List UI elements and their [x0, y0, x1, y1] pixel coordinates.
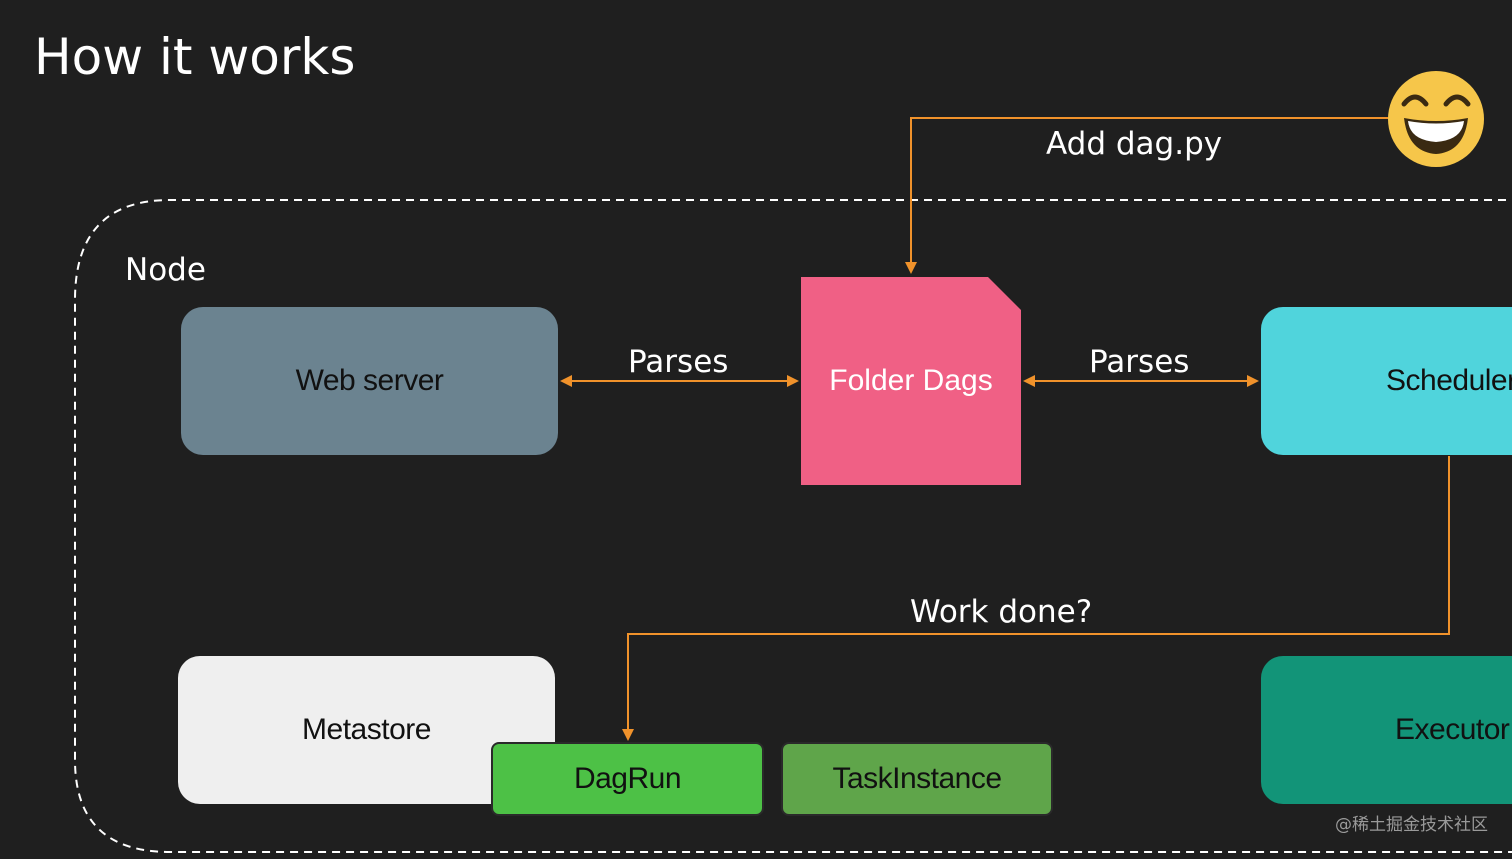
parses-left-label: Parses [628, 344, 729, 380]
folder-dags-label: Folder Dags [829, 364, 993, 397]
grinning-face-emoji-icon [1388, 71, 1484, 167]
work-done-arrow [622, 456, 1450, 741]
web-server-node[interactable]: Web server [181, 307, 558, 455]
executor-node[interactable]: Executor [1261, 656, 1512, 804]
folder-dags-shape[interactable] [801, 277, 1021, 485]
page-title: How it works [34, 28, 356, 86]
folder-dags-node[interactable]: Folder Dags [801, 277, 1021, 485]
taskinstance-node[interactable]: TaskInstance [781, 742, 1053, 816]
add-dag-arrow [905, 117, 1390, 274]
node-label: Node [125, 252, 206, 288]
metastore-label: Metastore [302, 713, 431, 746]
web-server-label: Web server [295, 364, 444, 397]
watermark: @稀土掘金技术社区 [1335, 815, 1488, 835]
node-container [74, 199, 1512, 853]
parses-right-label: Parses [1089, 344, 1190, 380]
scheduler-label: Scheduler [1386, 364, 1512, 397]
work-done-label: Work done? [910, 594, 1093, 630]
taskinstance-label: TaskInstance [832, 762, 1002, 795]
dagrun-label: DagRun [573, 762, 682, 795]
executor-label: Executor [1395, 713, 1510, 746]
scheduler-node[interactable]: Scheduler [1261, 307, 1512, 455]
add-dag-label: Add dag.py [1046, 126, 1223, 162]
dagrun-node[interactable]: DagRun [491, 742, 764, 816]
